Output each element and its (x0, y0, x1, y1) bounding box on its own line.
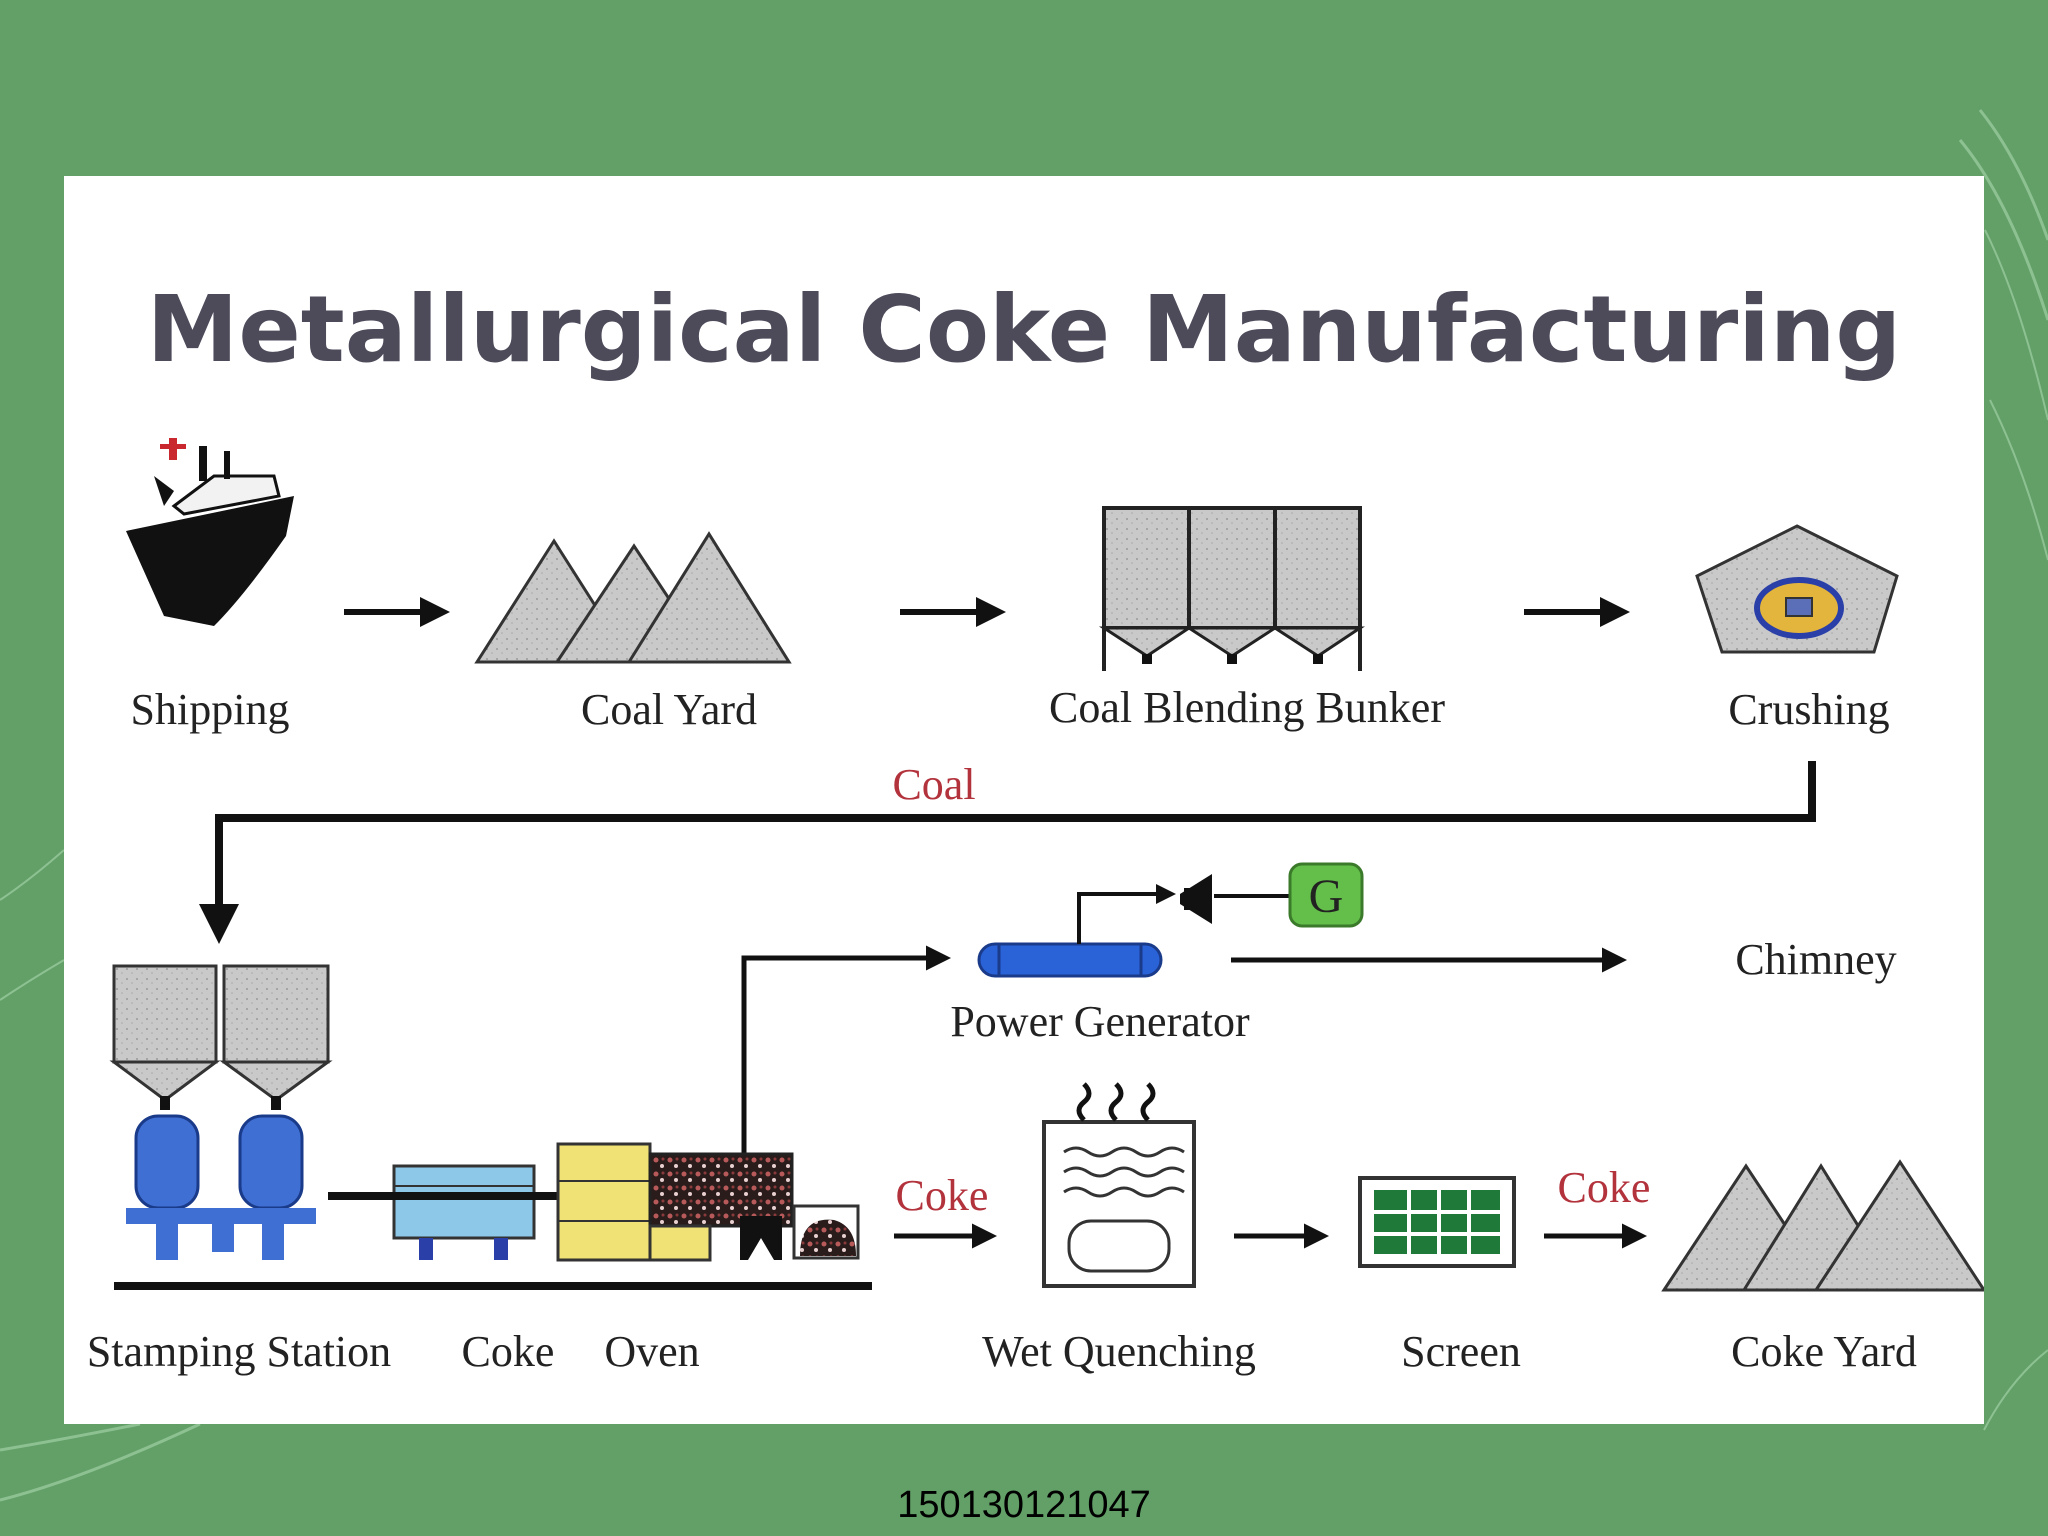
screen-label: Screen (1401, 1327, 1521, 1376)
shipping-label: Shipping (131, 685, 290, 734)
crushing-label: Crushing (1728, 685, 1889, 734)
coal-blending-bunker-icon (1098, 506, 1365, 671)
page-title: Metallurgical Coke Manufacturing (147, 276, 1901, 383)
generator-letter: G (1309, 870, 1344, 923)
coal-blending-bunker-label: Coal Blending Bunker (1049, 683, 1445, 732)
stamping-station-label: Stamping Station (87, 1327, 391, 1376)
coal-yard-label: Coal Yard (581, 685, 757, 734)
coal-yard-piles-icon (474, 531, 792, 664)
chimney-label: Chimney (1735, 935, 1896, 984)
footer-id: 150130121047 (897, 1484, 1151, 1526)
coke-oven-label-coke: Coke (462, 1327, 555, 1376)
stamping-station-icon (109, 964, 333, 1260)
steam-to-turbine-line (1077, 884, 1176, 944)
coke-to-yard-label: Coke (1558, 1163, 1651, 1212)
coke-oven-label-oven: Oven (604, 1327, 699, 1376)
charging-car-icon (392, 1164, 536, 1260)
crusher-icon (1695, 524, 1899, 654)
coal-flow-line (199, 761, 1816, 944)
coke-oven-icon (556, 1142, 794, 1262)
coke-car-icon (792, 1204, 860, 1260)
wet-quenching-tower-icon (1042, 1120, 1196, 1288)
coke-to-quench-label: Coke (896, 1171, 989, 1220)
screen-icon (1358, 1176, 1516, 1268)
wet-quenching-label: Wet Quenching (982, 1327, 1256, 1376)
coke-yard-piles-icon (1661, 1159, 1984, 1292)
power-generator-label: Power Generator (950, 997, 1250, 1046)
coal-flow-label: Coal (892, 760, 975, 809)
process-flow-diagram: Metallurgical Coke Manufacturing (87, 276, 1984, 1376)
power-generator-icon (977, 942, 1163, 978)
diagram-panel: Metallurgical Coke Manufacturing (64, 176, 1984, 1424)
turbine-icon (1180, 874, 1212, 924)
gas-to-generator-line (741, 945, 951, 1182)
ship-icon (126, 438, 294, 626)
steam-icon (1076, 1082, 1156, 1122)
coke-yard-label: Coke Yard (1731, 1327, 1917, 1376)
generator-icon: G (1288, 862, 1364, 928)
